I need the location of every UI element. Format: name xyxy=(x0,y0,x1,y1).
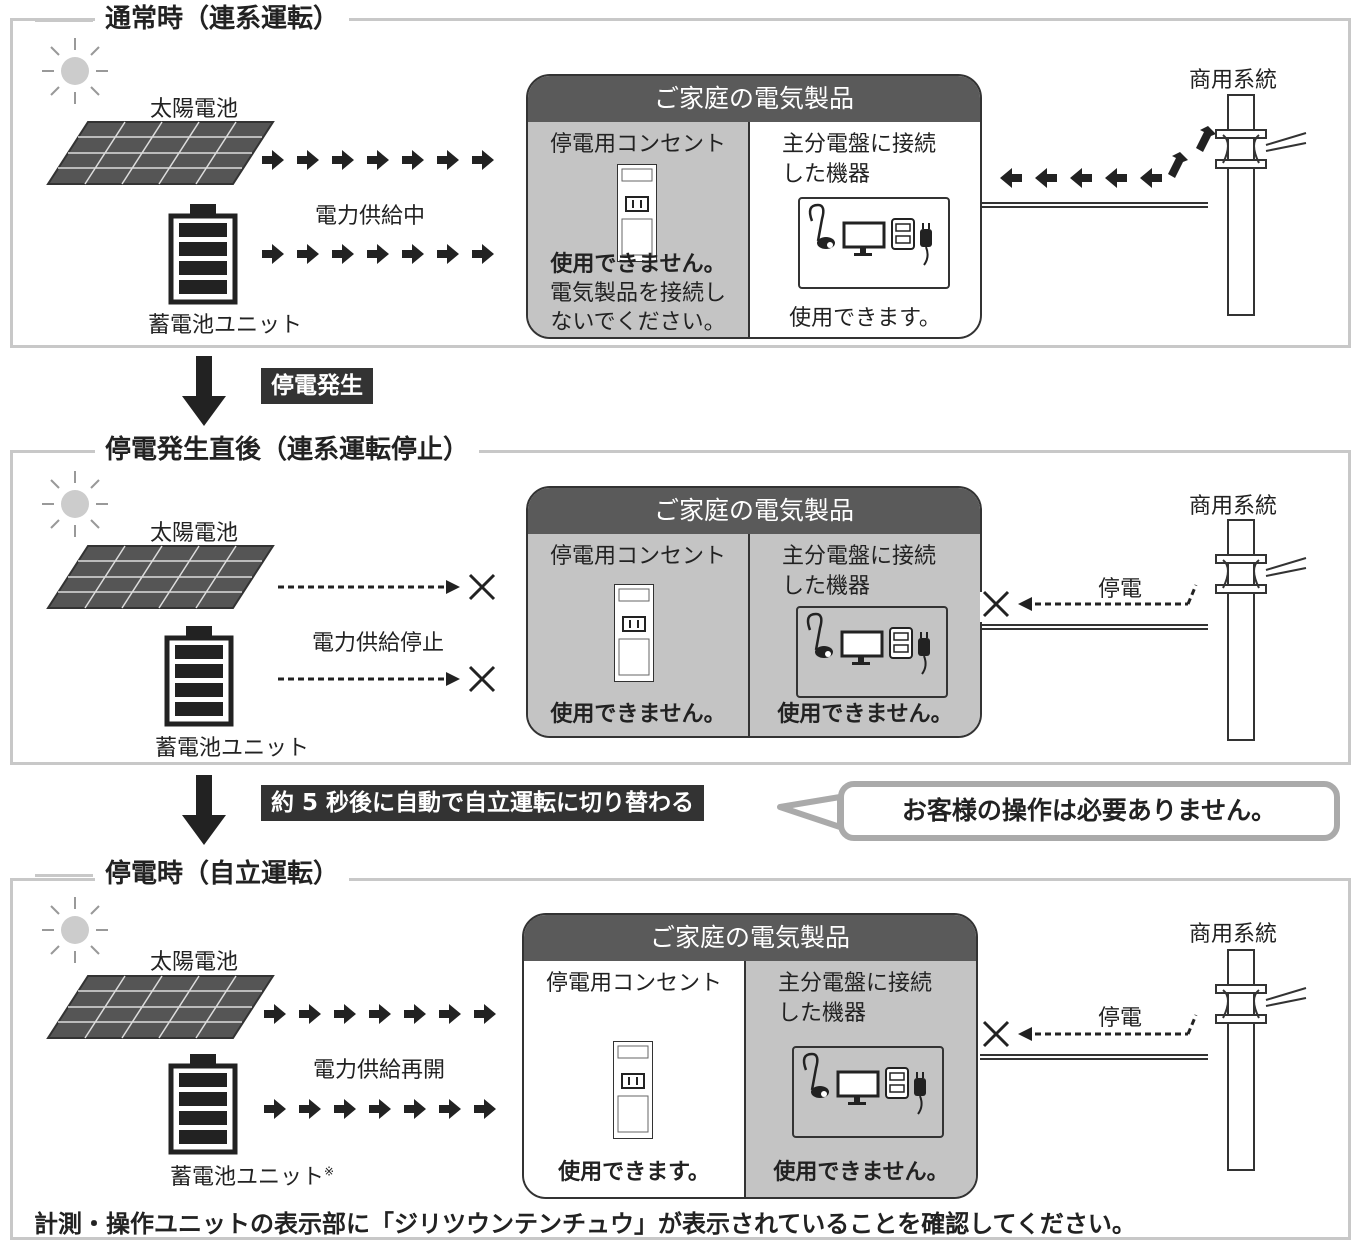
battery-icon xyxy=(164,626,238,728)
household-appliances-box: ご家庭の電気製品 停電用コンセント 使用できません。 電気製品を接続し ないでく… xyxy=(526,74,982,339)
outage-note: 停電 xyxy=(1098,577,1143,602)
battery-icon xyxy=(168,204,242,306)
main-panel-title: 主分電盤に接続 した機器 xyxy=(778,971,933,1026)
emergency-outlet-status: 使用できます。 xyxy=(558,1160,710,1185)
no-action-needed-bubble: お客様の操作は必要ありません。 xyxy=(838,781,1340,841)
emergency-outlet-title: 停電用コンセント xyxy=(549,132,726,157)
battery-label: 蓄電池ユニット※ xyxy=(170,1159,334,1191)
battery-icon xyxy=(168,1054,242,1156)
emergency-outlet-icon xyxy=(617,164,657,262)
emergency-outlet-icon xyxy=(613,1041,653,1139)
down-arrow-icon xyxy=(182,775,226,845)
solar-label: 太陽電池 xyxy=(150,950,239,975)
section-title: 停電発生直後（連系運転停止） xyxy=(34,434,480,466)
emergency-outlet-column: 停電用コンセント 使用できません。 電気製品を接続し ないでください。 xyxy=(528,122,750,337)
sun-icon xyxy=(41,470,109,538)
appliances-icon xyxy=(802,1052,928,1116)
solar-panel-icon xyxy=(47,545,274,609)
footnote-mark: ※ xyxy=(324,1164,335,1179)
section-panel-normal xyxy=(10,18,1351,348)
power-flow-arrows xyxy=(264,1004,496,1119)
main-panel-status: 使用できません。 xyxy=(777,702,953,727)
utility-pole-icon xyxy=(1215,519,1307,741)
grid-label: 商用系統 xyxy=(1189,922,1278,947)
confirmation-note: 計測・操作ユニットの表示部に「ジリツウンテンチュウ」が表示されていることを確認し… xyxy=(34,1210,1136,1238)
main-panel-title: 主分電盤に接続 した機器 xyxy=(782,132,937,187)
household-header: ご家庭の電気製品 xyxy=(524,915,976,961)
power-cut-arrows xyxy=(278,573,496,693)
sun-icon xyxy=(41,37,109,105)
main-panel-column: 主分電盤に接続 した機器 使用できません。 xyxy=(750,534,980,736)
emergency-outlet-column: 停電用コンセント 使用できます。 xyxy=(524,961,746,1197)
solar-panel-icon xyxy=(47,975,274,1039)
battery-label-text: 蓄電池ユニット xyxy=(170,1165,325,1190)
devices-box xyxy=(796,606,948,698)
utility-pole-icon xyxy=(1215,94,1307,316)
main-panel-status: 使用できません。 xyxy=(773,1160,949,1185)
emergency-outlet-column: 停電用コンセント 使用できません。 xyxy=(528,534,750,736)
section-panel-outage-start xyxy=(10,450,1351,765)
grid-cut-line xyxy=(980,1014,1208,1060)
supply-label: 電力供給再開 xyxy=(313,1058,446,1083)
battery-label: 蓄電池ユニット xyxy=(148,313,303,338)
emergency-outlet-icon xyxy=(614,584,654,682)
grid-label: 商用系統 xyxy=(1189,494,1278,519)
emergency-outlet-status: 使用できません。 xyxy=(550,702,726,727)
sun-icon xyxy=(41,896,109,964)
section-panel-self-sustained xyxy=(10,878,1351,1240)
transition-badge-outage: 停電発生 xyxy=(261,368,373,404)
appliances-icon xyxy=(806,612,932,676)
utility-pole-icon xyxy=(1215,949,1307,1171)
solar-panel-icon xyxy=(47,121,274,185)
supply-label: 電力供給中 xyxy=(315,204,426,229)
bubble-tail xyxy=(777,794,843,830)
grid-cut-line xyxy=(980,584,1208,630)
solar-label: 太陽電池 xyxy=(150,97,239,122)
devices-box xyxy=(798,197,950,289)
battery-label: 蓄電池ユニット xyxy=(155,736,310,761)
grid-flow-arrows xyxy=(980,126,1216,208)
appliances-icon xyxy=(808,203,934,267)
emergency-outlet-title: 停電用コンセント xyxy=(545,971,722,996)
transition-badge-auto-switch: 約 5 秒後に自動で自立運転に切り替わる xyxy=(261,785,705,821)
emergency-outlet-status: 使用できません。 xyxy=(550,252,726,277)
household-header: ご家庭の電気製品 xyxy=(528,76,980,122)
household-appliances-box: ご家庭の電気製品 停電用コンセント 使用できません。 主分電盤に接続 した機器 … xyxy=(526,486,982,738)
power-flow-arrows xyxy=(262,150,494,264)
devices-box xyxy=(792,1046,944,1138)
emergency-outlet-note: 電気製品を接続し ないでください。 xyxy=(549,281,726,335)
section-title: 停電時（自立運転） xyxy=(34,858,350,890)
supply-label: 電力供給停止 xyxy=(312,631,445,656)
grid-label: 商用系統 xyxy=(1189,68,1278,93)
emergency-outlet-title: 停電用コンセント xyxy=(549,544,726,569)
outage-note: 停電 xyxy=(1098,1006,1143,1031)
down-arrow-icon xyxy=(182,356,226,426)
household-appliances-box: ご家庭の電気製品 停電用コンセント 使用できます。 主分電盤に接続 した機器 使… xyxy=(522,913,978,1199)
main-panel-column: 主分電盤に接続 した機器 使用できません。 xyxy=(746,961,976,1197)
main-panel-status: 使用できます。 xyxy=(789,306,941,331)
section-title: 通常時（連系運転） xyxy=(34,3,350,35)
main-panel-column: 主分電盤に接続 した機器 使用できます。 xyxy=(750,122,980,337)
household-header: ご家庭の電気製品 xyxy=(528,488,980,534)
solar-label: 太陽電池 xyxy=(150,521,239,546)
main-panel-title: 主分電盤に接続 した機器 xyxy=(782,544,937,599)
